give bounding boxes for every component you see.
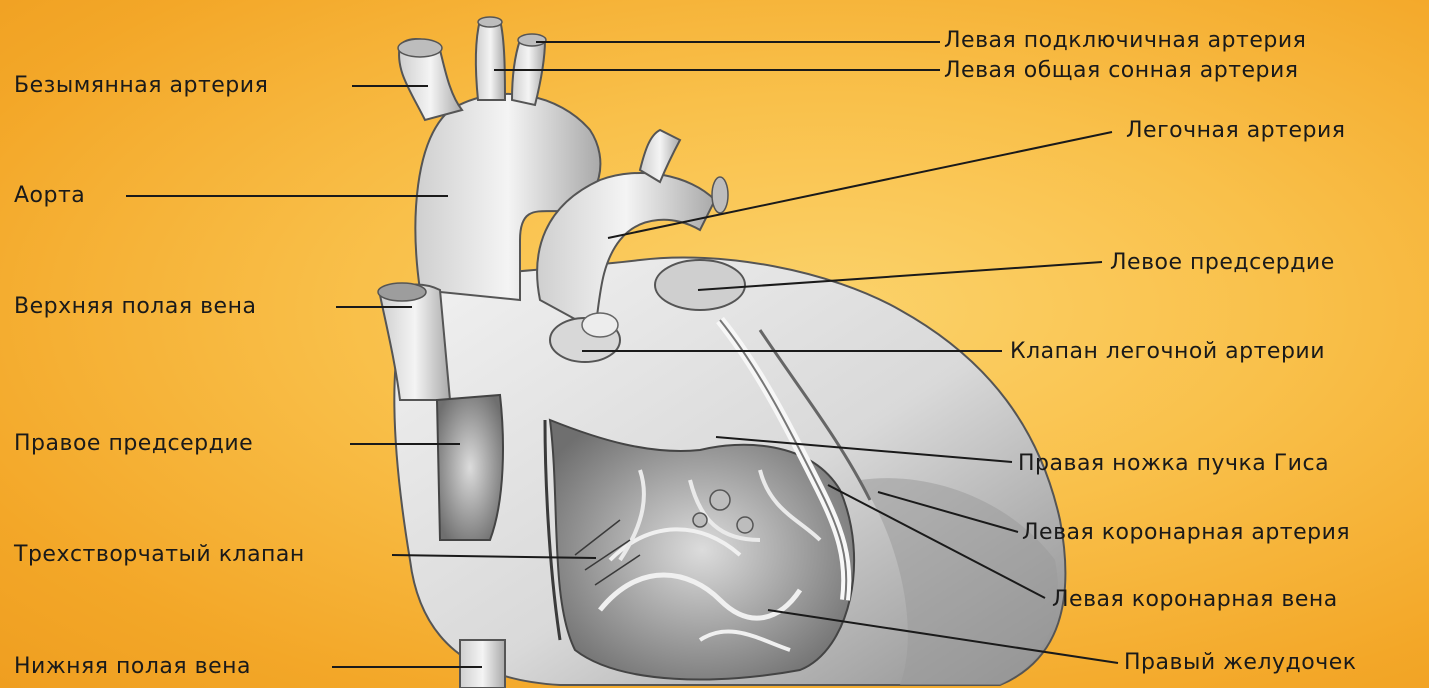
label-tricuspid-valve: Трехстворчатый клапан xyxy=(14,542,305,568)
label-right-bundle-branch: Правая ножка пучка Гиса xyxy=(1018,451,1329,477)
label-pulmonary-valve: Клапан легочной артерии xyxy=(1010,339,1325,365)
label-inferior-vena-cava: Нижняя полая вена xyxy=(14,654,251,680)
label-right-ventricle: Правый желудочек xyxy=(1124,650,1357,676)
label-left-common-carotid-artery: Левая общая сонная артерия xyxy=(944,58,1299,84)
label-innominate-artery: Безымянная артерия xyxy=(14,73,268,99)
label-left-subclavian-artery: Левая подключичная артерия xyxy=(944,28,1306,54)
label-left-coronary-artery: Левая коронарная артерия xyxy=(1022,520,1350,546)
label-right-atrium: Правое предсердие xyxy=(14,431,253,457)
right-atrium-window xyxy=(437,395,503,540)
label-left-coronary-vein: Левая коронарная вена xyxy=(1052,587,1338,613)
label-aorta: Аорта xyxy=(14,183,85,209)
left-atrium-shape xyxy=(655,260,745,310)
label-superior-vena-cava: Верхняя полая вена xyxy=(14,294,256,320)
label-left-atrium: Левое предсердие xyxy=(1110,250,1335,276)
label-pulmonary-artery: Легочная артерия xyxy=(1126,118,1345,144)
